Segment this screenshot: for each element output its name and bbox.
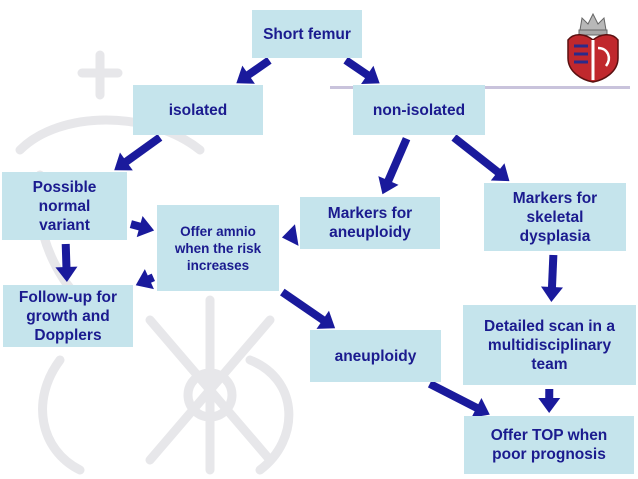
arrow-non-isolated-to-markers-aneuploidy bbox=[384, 137, 411, 183]
node-aneuploidy: aneuploidy bbox=[310, 330, 441, 382]
arrowhead-offer-amnio-to-aneuploidy bbox=[316, 310, 336, 329]
university-crest-icon bbox=[567, 12, 619, 83]
arrow-markers-skeletal-dysplasia-to-detailed-scan bbox=[547, 254, 558, 289]
arrow-non-isolated-to-markers-skeletal-dysplasia bbox=[451, 134, 501, 176]
arrowhead-offer-amnio-to-follow-up bbox=[135, 269, 154, 290]
node-isolated: isolated bbox=[133, 85, 263, 135]
arrow-isolated-to-possible-normal-variant bbox=[123, 134, 163, 166]
arrowhead-markers-skeletal-dysplasia-to-detailed-scan bbox=[541, 286, 563, 303]
node-offer-amnio: Offer amnio when the risk increases bbox=[157, 205, 279, 291]
arrow-short-femur-to-non-isolated bbox=[343, 56, 371, 79]
arrowhead-isolated-to-possible-normal-variant bbox=[114, 152, 133, 171]
arrow-offer-amnio-to-aneuploidy bbox=[280, 288, 326, 324]
arrow-aneuploidy-to-offer-top bbox=[427, 380, 480, 412]
node-short-femur: Short femur bbox=[252, 10, 362, 58]
arrowhead-possible-normal-variant-to-offer-amnio bbox=[136, 215, 155, 238]
arrow-short-femur-to-isolated bbox=[245, 57, 272, 79]
node-offer-top: Offer TOP when poor prognosis bbox=[464, 416, 634, 474]
node-markers-aneuploidy: Markers for aneuploidy bbox=[300, 197, 440, 249]
arrowhead-short-femur-to-isolated bbox=[236, 65, 255, 84]
arrowhead-detailed-scan-to-offer-top bbox=[538, 397, 561, 414]
node-follow-up: Follow-up for growth and Dopplers bbox=[3, 285, 133, 347]
node-possible-normal-variant: Possible normal variant bbox=[2, 172, 127, 240]
arrowhead-non-isolated-to-markers-skeletal-dysplasia bbox=[490, 163, 510, 182]
arrowhead-short-femur-to-non-isolated bbox=[361, 65, 380, 84]
arrowhead-markers-aneuploidy-to-offer-amnio bbox=[281, 224, 299, 246]
node-markers-skeletal-dysplasia: Markers for skeletal dysplasia bbox=[484, 183, 626, 251]
arrowhead-non-isolated-to-markers-aneuploidy bbox=[378, 176, 399, 195]
node-detailed-scan: Detailed scan in a multidisciplinary tea… bbox=[463, 305, 636, 385]
arrow-possible-normal-variant-to-follow-up bbox=[61, 243, 71, 269]
arrowhead-aneuploidy-to-offer-top bbox=[471, 397, 490, 418]
arrow-possible-normal-variant-to-offer-amnio bbox=[129, 220, 142, 231]
arrowhead-possible-normal-variant-to-follow-up bbox=[55, 266, 78, 283]
node-non-isolated: non-isolated bbox=[353, 85, 485, 135]
